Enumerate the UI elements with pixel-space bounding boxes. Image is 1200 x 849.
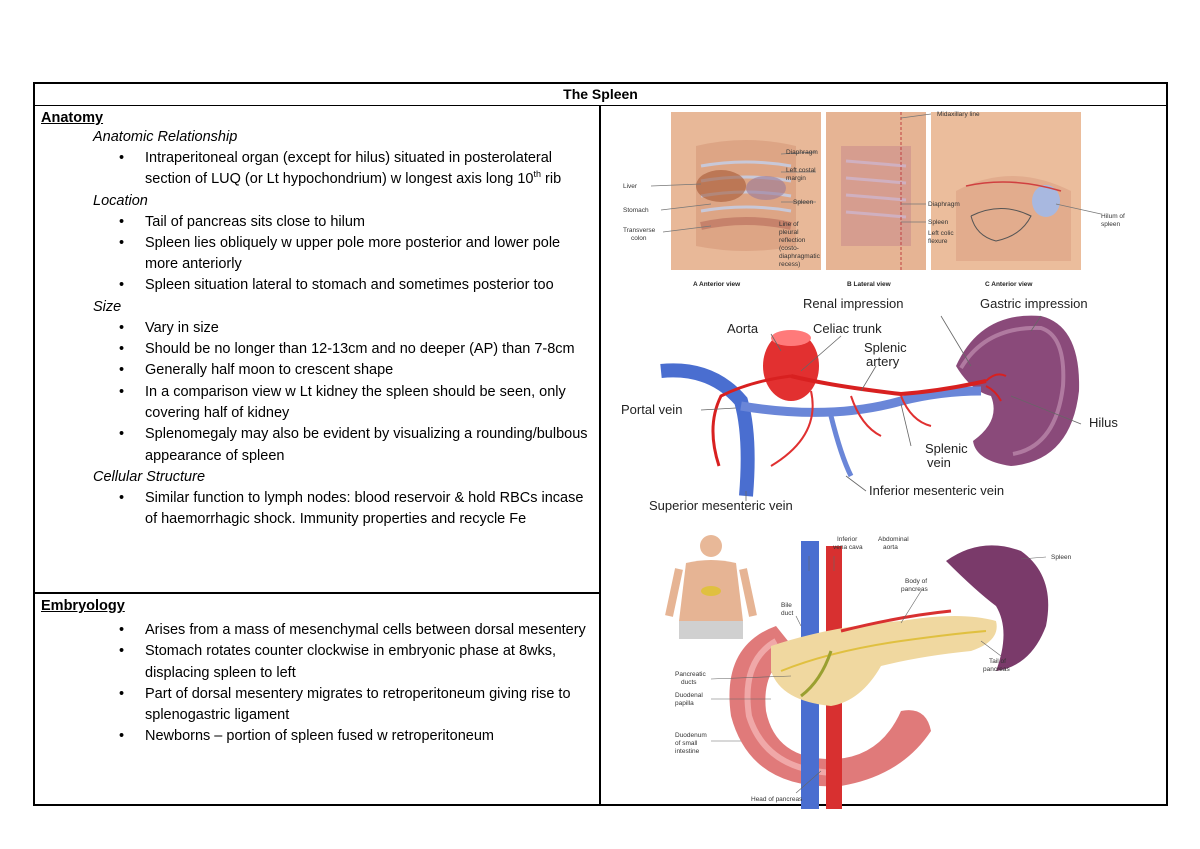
splenic-vessels-figure: Renal impression Gastric impression Aort… — [621, 296, 1118, 513]
list-item: Arises from a mass of mesenchymal cells … — [119, 620, 593, 642]
spleen-label: Spleen — [793, 199, 814, 206]
embryology-section: Embryology Arises from a mass of mesench… — [35, 594, 599, 804]
pancreatic-ducts-label-2: ducts — [681, 679, 697, 686]
list-item: Spleen lies obliquely w upper pole more … — [119, 233, 593, 276]
location-subheading: Location — [93, 192, 148, 209]
diaphragm-label: Diaphragm — [786, 149, 818, 156]
bile-label-1: Bile — [781, 602, 792, 609]
size-list: Vary in size Should be no longer than 12… — [41, 318, 593, 467]
splenic-artery-label-1: Splenic — [864, 340, 907, 355]
relationship-list: Intraperitoneal organ (except for hilus)… — [41, 148, 593, 191]
hilum-label-1: Hilum of — [1101, 213, 1125, 220]
stomach-label: Stomach — [623, 207, 649, 214]
body-label-2: pancreas — [901, 586, 928, 593]
list-item: In a comparison view w Lt kidney the spl… — [119, 382, 593, 425]
aorta-label: Aorta — [727, 321, 759, 336]
notes-table: The Spleen Anatomy Anatomic Relationship… — [33, 82, 1168, 809]
splenic-vein-label-2: vein — [927, 455, 951, 470]
figure-column: Midaxillary line Liver Stomach Transvers… — [601, 106, 1166, 809]
pleural-label-6: recess) — [779, 261, 800, 268]
list-item: Intraperitoneal organ (except for hilus)… — [119, 148, 593, 191]
pancreatic-ducts-label-1: Pancreatic — [675, 671, 706, 678]
caption-c: C Anterior view — [985, 281, 1033, 288]
duodenum-shape — [729, 626, 931, 787]
left-costal-label-1: Left costal — [786, 167, 816, 174]
left-colic-label-1: Left colic — [928, 230, 954, 237]
duodenum-label-2: of small — [675, 740, 698, 747]
ivc-label-1: Inferior — [837, 536, 858, 543]
pleural-label-1: Line of — [779, 221, 799, 228]
anterior-view-panel-c — [931, 112, 1081, 270]
list-item: Newborns – portion of spleen fused w ret… — [119, 726, 593, 748]
list-item: Splenomegaly may also be evident by visu… — [119, 424, 593, 467]
left-costal-label-2: margin — [786, 175, 806, 182]
inferior-mesenteric-vein-label: Inferior mesenteric vein — [869, 483, 1004, 498]
hilus-label: Hilus — [1089, 415, 1118, 430]
splenic-vein-label-1: Splenic — [925, 441, 968, 456]
list-item: Generally half moon to crescent shape — [119, 360, 593, 382]
superior-mesenteric-vein-label: Superior mesenteric vein — [649, 498, 793, 513]
table-title: The Spleen — [35, 84, 1166, 106]
relationship-subheading: Anatomic Relationship — [93, 129, 238, 145]
embryology-heading: Embryology — [41, 598, 125, 614]
head-pancreas-label: Head of pancreas — [751, 796, 803, 803]
hilum-label-2: spleen — [1101, 221, 1121, 228]
splenic-artery-label-2: artery — [866, 354, 900, 369]
spleen-c-label: Spleen — [928, 219, 949, 226]
duodenal-papilla-label-2: papilla — [675, 700, 694, 707]
caption-a: A Anterior view — [693, 281, 741, 288]
abdominal-aorta-label-1: Abdominal — [878, 536, 909, 543]
tail-label-2: pancreas — [983, 666, 1010, 673]
midaxillary-label: Midaxillary line — [937, 111, 980, 118]
location-list: Tail of pancreas sits close to hilum Spl… — [41, 212, 593, 297]
ivc-label-2: vena cava — [833, 544, 863, 551]
pleural-label-3: reflection — [779, 237, 806, 244]
left-colic-label-2: flexure — [928, 238, 948, 245]
diaphragm-c-label: Diaphragm — [928, 201, 960, 208]
embryology-list: Arises from a mass of mesenchymal cells … — [41, 620, 593, 748]
caption-b: B Lateral view — [847, 281, 892, 288]
liver-label: Liver — [623, 183, 638, 190]
body-label-1: Body of — [905, 578, 927, 585]
portal-vein-label: Portal vein — [621, 402, 682, 417]
anatomy-section: Anatomy Anatomic Relationship Intraperit… — [35, 106, 599, 594]
pleural-label-2: pleural — [779, 229, 799, 236]
spleen-shape-3 — [946, 545, 1049, 671]
list-item: Vary in size — [119, 318, 593, 340]
leader-lines-2 — [700, 315, 1082, 501]
pancreas-spleen-figure: Inferior vena cava Abdominal aorta Splee… — [665, 535, 1072, 809]
leader-lines — [650, 113, 1102, 233]
bile-label-2: duct — [781, 610, 793, 617]
transverse-label-2: colon — [631, 235, 647, 242]
spleen-label-3: Spleen — [1051, 554, 1072, 561]
size-subheading: Size — [93, 298, 122, 315]
list-item: Similar function to lymph nodes: blood r… — [119, 488, 593, 531]
duodenum-label-1: Duodenum — [675, 732, 707, 739]
gastric-impression-label: Gastric impression — [980, 296, 1088, 311]
lateral-view-panel-b — [826, 112, 926, 270]
abdominal-aorta-label-2: aorta — [883, 544, 898, 551]
pleural-label-5: diaphragmatic — [779, 253, 821, 260]
text-column: Anatomy Anatomic Relationship Intraperit… — [35, 106, 601, 804]
list-item: Should be no longer than 12-13cm and no … — [119, 339, 593, 361]
spleen-position-figure: Midaxillary line Liver Stomach Transvers… — [623, 111, 1125, 288]
leader-lines-3 — [710, 556, 1047, 794]
list-item: Part of dorsal mesentery migrates to ret… — [119, 684, 593, 727]
tail-label-1: Tail of — [989, 658, 1006, 665]
duodenal-papilla-label-1: Duodenal — [675, 692, 703, 699]
list-item: Spleen situation lateral to stomach and … — [119, 275, 593, 297]
renal-impression-label: Renal impression — [803, 296, 903, 311]
pancreas-shape — [771, 616, 997, 706]
human-figure-icon — [665, 535, 757, 639]
duodenum-label-3: intestine — [675, 748, 700, 755]
pleural-label-4: (costo- — [779, 245, 799, 252]
celiac-trunk-label: Celiac trunk — [813, 321, 882, 336]
anatomy-heading: Anatomy — [41, 110, 104, 126]
cellular-list: Similar function to lymph nodes: blood r… — [41, 488, 593, 531]
transverse-label-1: Transverse — [623, 227, 656, 234]
list-item: Stomach rotates counter clockwise in emb… — [119, 641, 593, 684]
cellular-subheading: Cellular Structure — [93, 468, 206, 485]
list-item: Tail of pancreas sits close to hilum — [119, 212, 593, 234]
anterior-view-panel-a — [671, 112, 821, 270]
